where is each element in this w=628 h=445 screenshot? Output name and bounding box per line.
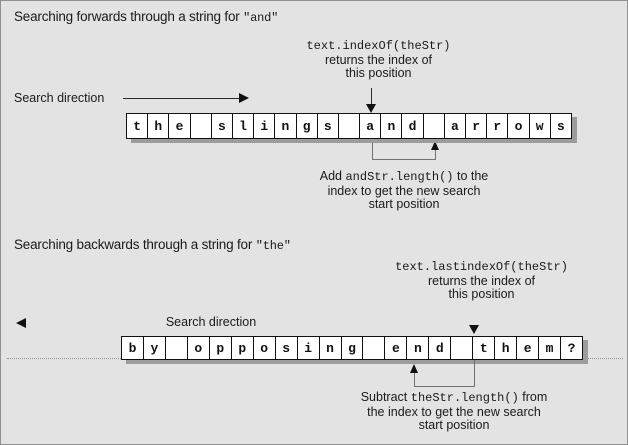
char-cell: s [210, 114, 232, 138]
char-cell [164, 337, 187, 359]
advance-bracket-right-line [435, 150, 436, 160]
backward-heading-code: "the" [255, 239, 291, 253]
char-cell: d [428, 337, 450, 359]
lastindexof-callout-code: text.lastindexOf(theStr) [395, 260, 568, 274]
subtract-bracket-bottom-line [414, 386, 475, 387]
advance-note-post: to the [453, 169, 489, 183]
char-cell: a [359, 114, 380, 138]
char-cell: s [549, 114, 571, 138]
char-cell: e [516, 337, 538, 359]
lastindexof-callout: text.lastindexOf(theStr) returns the ind… [379, 260, 584, 302]
forward-heading-code: "and" [243, 11, 279, 25]
char-cell: g [340, 337, 363, 359]
char-cell: w [528, 114, 550, 138]
indexof-callout: text.indexOf(theStr) returns the index o… [281, 39, 476, 81]
advance-note-line2: index to get the new search [327, 183, 481, 198]
backward-heading-text: Searching backwards through a string for [14, 237, 256, 252]
char-cell: y [142, 337, 165, 359]
char-cell: g [295, 114, 317, 138]
advance-bracket-bottom-line [372, 159, 436, 160]
search-direction-arrow-icon-backward [16, 318, 26, 328]
subtract-note-line1: Subtract theStr.length() from [347, 390, 561, 406]
search-direction-arrow-icon-forward [239, 93, 249, 103]
subtract-note-code: theStr.length() [410, 391, 519, 405]
char-cell: o [507, 114, 528, 138]
char-cell: t [133, 118, 141, 134]
indexof-callout-code: text.indexOf(theStr) [306, 39, 451, 53]
char-cell [422, 114, 444, 138]
new-start-arrow-icon-forward [431, 141, 439, 150]
char-cell: m [538, 337, 560, 359]
found-position-arrow-stem [371, 88, 372, 106]
char-cell [362, 337, 384, 359]
char-cell: i [253, 114, 274, 138]
char-cell: n [274, 114, 295, 138]
subtract-note-line2: the index to get the new search [367, 404, 541, 419]
char-cell: i [296, 337, 319, 359]
advance-note: Add andStr.length() to the index to get … [296, 169, 512, 212]
char-cell: l [231, 114, 253, 138]
lastindexof-callout-line3: this position [448, 287, 515, 301]
char-cell: o [186, 337, 209, 359]
char-cell [337, 114, 359, 138]
advance-bracket-left-line [372, 140, 373, 160]
char-cell: h [147, 114, 168, 138]
char-cell: o [252, 337, 275, 359]
indexof-callout-line3: this position [345, 66, 412, 80]
char-cell: e [168, 114, 189, 138]
char-cell: p [230, 337, 253, 359]
char-cell: h [494, 337, 516, 359]
char-cell: e [384, 337, 406, 359]
advance-note-code: andStr.length() [345, 170, 454, 184]
search-direction-label-forward: Search direction [14, 91, 105, 105]
char-cell [189, 114, 211, 138]
advance-note-line1: Add andStr.length() to the [296, 169, 512, 185]
subtract-bracket-left-line [414, 373, 415, 386]
char-cell: ? [560, 337, 582, 359]
advance-note-pre: Add [319, 169, 346, 183]
char-cell: p [208, 337, 231, 359]
new-start-arrow-icon-backward [410, 364, 418, 373]
forward-heading-text: Searching forwards through a string for [14, 9, 244, 24]
char-cell: n [406, 337, 428, 359]
indexof-callout-line2: returns the index of [324, 52, 432, 67]
found-position-marker-icon-backward [469, 325, 479, 334]
char-cell [450, 337, 472, 359]
char-cell: n [380, 114, 401, 138]
char-cell: r [465, 114, 486, 138]
forward-section-heading: Searching forwards through a string for … [14, 9, 278, 25]
subtract-bracket-right-line [474, 360, 475, 387]
search-direction-line-forward [123, 98, 239, 99]
advance-note-line3: start position [368, 197, 440, 211]
char-cell: d [401, 114, 422, 138]
char-cell: a [443, 114, 465, 138]
backward-section-heading: Searching backwards through a string for… [14, 237, 291, 253]
search-direction-label-backward: Search direction [165, 315, 257, 329]
char-cell: s [316, 114, 338, 138]
char-cell: b [128, 340, 137, 356]
subtract-note-post: from [518, 390, 548, 404]
char-cell: n [318, 337, 341, 359]
found-position-arrow-icon [366, 104, 376, 113]
subtract-note-line3: start position [418, 418, 490, 432]
char-cell: r [486, 114, 507, 138]
subtract-note: Subtract theStr.length() from the index … [347, 390, 561, 433]
char-cell: t [472, 337, 494, 359]
lastindexof-callout-line2: returns the index of [427, 273, 535, 288]
subtract-note-pre: Subtract [360, 390, 411, 404]
char-cell: s [274, 337, 297, 359]
